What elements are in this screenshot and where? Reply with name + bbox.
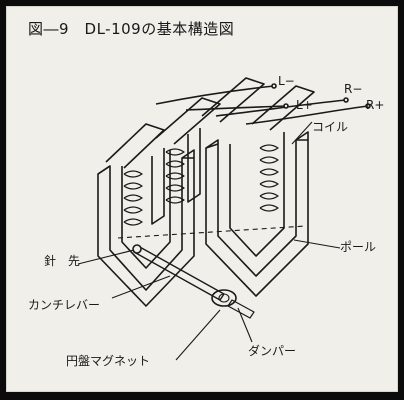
coil-center [165,148,185,204]
terminal-r-minus [343,97,349,103]
label-needle-tip: 針 先 [44,254,81,268]
lead-wire-r-plus [245,105,369,125]
pole-plates-middle [151,128,201,225]
disc-magnet [211,289,237,307]
figure-frame: 図―9 DL-109の基本構造図 [6,6,398,392]
axis-line [117,225,307,239]
coil-left [123,170,143,226]
damper [227,299,255,319]
figure-title: 図―9 DL-109の基本構造図 [28,20,235,38]
terminal-r-plus [365,103,371,109]
coil-strips-top [105,77,315,169]
pole-assembly-left [97,149,195,307]
label-r-minus: R− [344,82,363,96]
pole-assembly-right [205,131,309,297]
label-cantilever: カンチレバー [28,298,101,312]
coil-right [259,144,279,212]
label-r-plus: R+ [366,98,385,112]
label-pole: ポール [340,240,377,254]
lead-wire-l-plus [185,105,287,111]
needle-tip [132,244,142,254]
label-l-minus: L− [278,74,295,88]
terminal-l-minus [271,83,277,89]
label-coil: コイル [312,120,349,134]
leader-lines [77,121,341,361]
label-disc-magnet: 円盤マグネット [66,354,151,368]
terminal-l-plus [283,103,289,109]
label-l-plus: L+ [296,98,313,112]
label-damper: ダンパー [248,344,297,358]
structure-diagram [77,77,371,361]
lead-wire-l-minus [155,85,275,105]
